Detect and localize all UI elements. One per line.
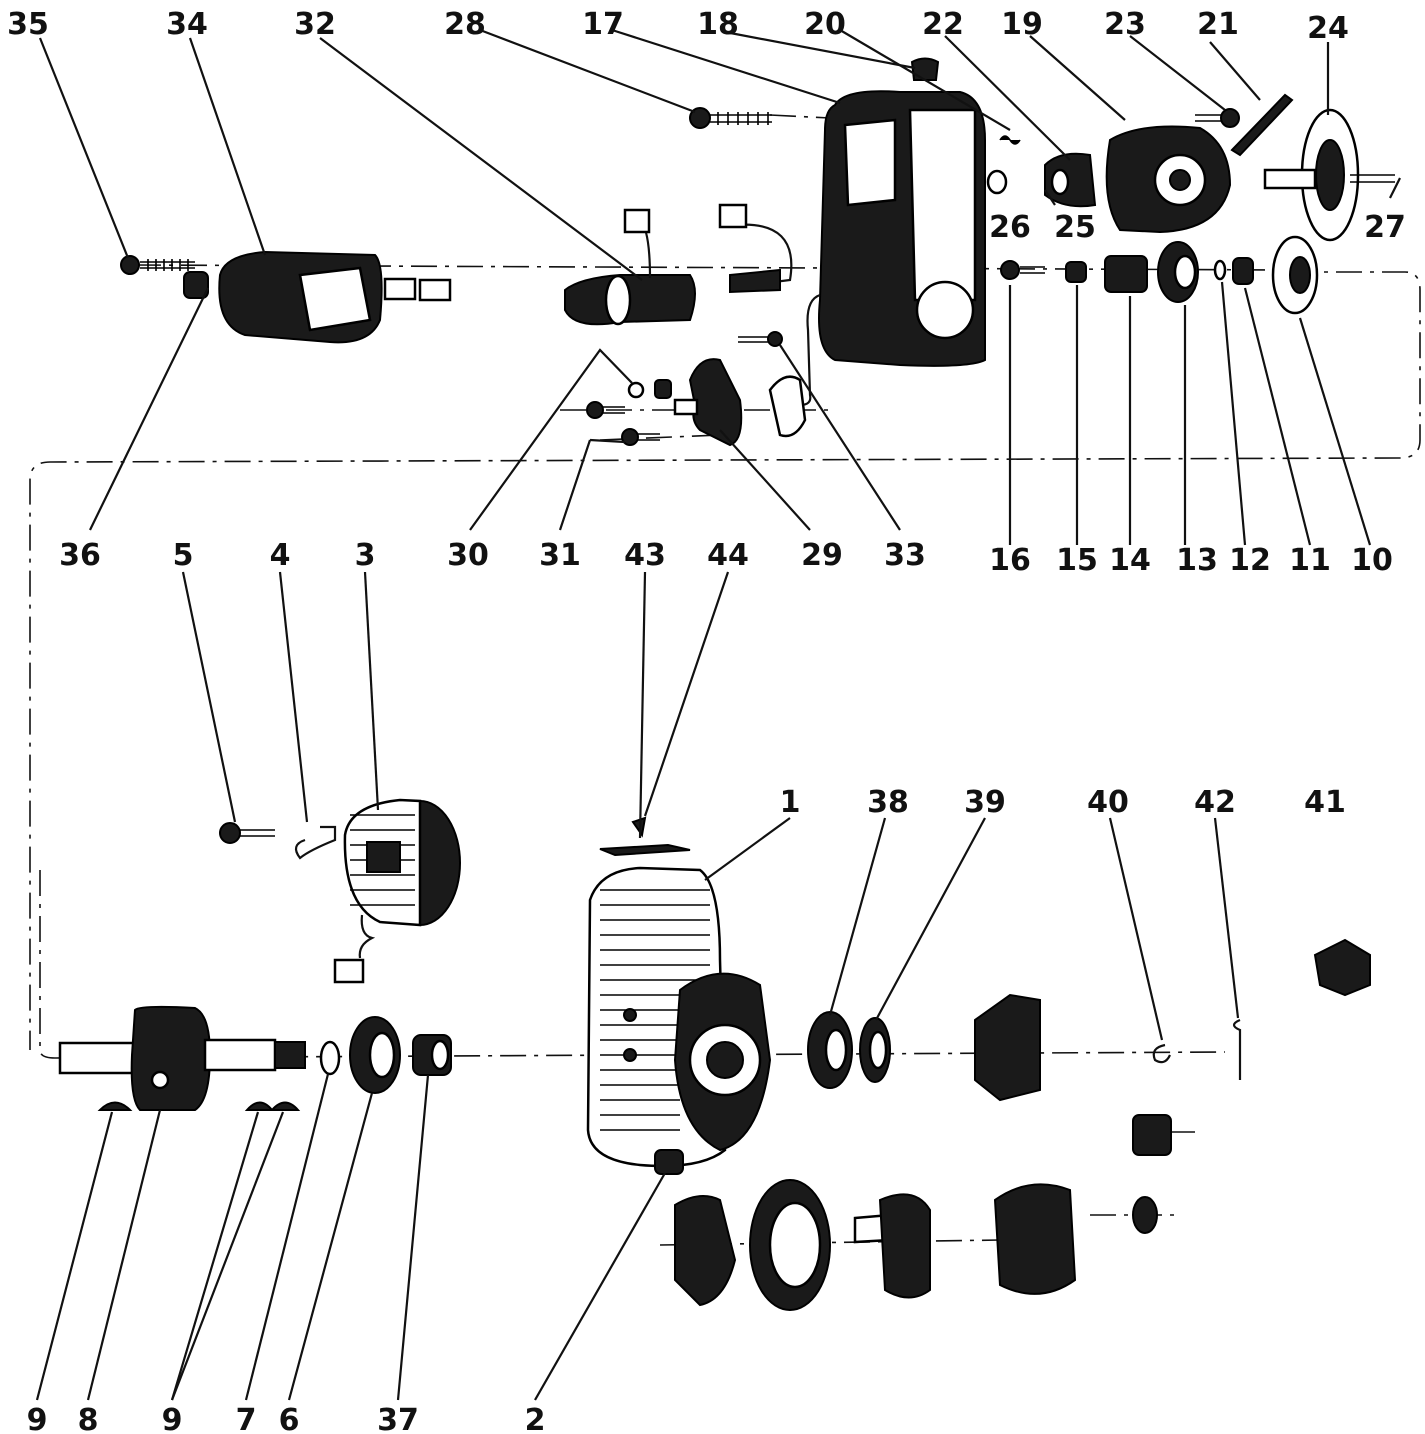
plug-2 xyxy=(654,1149,684,1175)
sleeve-14 xyxy=(1104,255,1148,293)
callout-8: 8 xyxy=(78,1403,99,1434)
clip-4 xyxy=(294,825,337,860)
callout-23: 23 xyxy=(1104,7,1146,42)
end-cover-34 xyxy=(218,250,452,344)
magnet-3 xyxy=(333,798,461,984)
callout-36: 36 xyxy=(59,538,101,573)
callout-9-right: 9 xyxy=(162,1403,183,1434)
screw-33 xyxy=(738,331,783,347)
screw-28 xyxy=(689,107,772,129)
nut-41 xyxy=(1313,938,1371,997)
keys-9 xyxy=(97,1101,301,1111)
leader-lines xyxy=(35,28,1401,1401)
callout-19: 19 xyxy=(1001,7,1043,42)
screw-16 xyxy=(1000,260,1045,280)
screw-35 xyxy=(120,255,195,275)
washer-26 xyxy=(986,169,1008,195)
spring-20 xyxy=(999,135,1021,145)
callout-44: 44 xyxy=(707,538,749,573)
callout-40: 40 xyxy=(1087,785,1129,820)
callout-numbers: 35 34 32 28 17 18 20 22 19 23 21 24 26 2… xyxy=(7,7,1406,1434)
cam-plate xyxy=(768,375,807,438)
washers-30 xyxy=(627,379,672,399)
callout-29: 29 xyxy=(801,538,843,573)
screws-31 xyxy=(586,401,660,446)
callout-22: 22 xyxy=(922,7,964,42)
bearing-6 xyxy=(349,1016,401,1094)
cam-22-25 xyxy=(1044,152,1097,208)
callout-3: 3 xyxy=(355,538,376,573)
plate-19 xyxy=(1105,125,1232,234)
seal-39 xyxy=(859,1017,891,1083)
callout-17: 17 xyxy=(582,7,624,42)
callout-39: 39 xyxy=(964,785,1006,820)
callout-14: 14 xyxy=(1109,543,1151,578)
bearing-13 xyxy=(1157,241,1199,303)
condenser-lead xyxy=(718,203,793,294)
washer-12 xyxy=(1213,259,1227,281)
callout-9-left: 9 xyxy=(27,1403,48,1434)
cotter-pin-42 xyxy=(1232,1018,1242,1080)
armature-8 xyxy=(58,1005,306,1111)
coupling xyxy=(974,993,1041,1102)
callout-28: 28 xyxy=(444,7,486,42)
callout-12: 12 xyxy=(1229,543,1271,578)
impulse-coupling-parts xyxy=(674,1179,1077,1311)
callout-1: 1 xyxy=(780,785,801,820)
nut-36 xyxy=(183,271,209,299)
housing-17 xyxy=(799,90,986,407)
spring-clip-40 xyxy=(1152,1043,1172,1064)
callout-33: 33 xyxy=(884,538,926,573)
callout-11: 11 xyxy=(1289,543,1331,578)
callout-37: 37 xyxy=(377,1403,419,1434)
screw-5 xyxy=(219,822,275,844)
callout-20: 20 xyxy=(804,7,846,42)
callout-7: 7 xyxy=(236,1403,257,1434)
callout-10: 10 xyxy=(1351,543,1393,578)
callout-13: 13 xyxy=(1176,543,1218,578)
callout-26: 26 xyxy=(989,210,1031,245)
callout-5: 5 xyxy=(173,538,194,573)
callout-38: 38 xyxy=(867,785,909,820)
callout-18: 18 xyxy=(697,7,739,42)
bushing-flanged xyxy=(1132,1114,1172,1156)
main-housing-1 xyxy=(586,866,772,1168)
bearing-38 xyxy=(807,1011,853,1089)
callout-6: 6 xyxy=(279,1403,300,1434)
nut-11 xyxy=(1232,257,1254,285)
callout-15: 15 xyxy=(1056,543,1098,578)
callout-24: 24 xyxy=(1307,11,1349,46)
breaker-arm-29 xyxy=(673,358,743,447)
callout-16: 16 xyxy=(989,543,1031,578)
gear-24 xyxy=(1263,108,1395,242)
screw-23 xyxy=(1195,108,1240,128)
gear-10 xyxy=(1271,235,1319,315)
screw-44 xyxy=(631,816,647,838)
washer-right xyxy=(1132,1196,1158,1234)
callout-4: 4 xyxy=(270,538,291,573)
washer-7 xyxy=(319,1040,341,1076)
callout-21: 21 xyxy=(1197,7,1239,42)
callout-2: 2 xyxy=(525,1403,546,1434)
bushing-37 xyxy=(412,1034,452,1076)
coil-32 xyxy=(564,208,696,326)
callout-27: 27 xyxy=(1364,210,1406,245)
callout-32: 32 xyxy=(294,7,336,42)
gasket-43 xyxy=(599,843,691,857)
plug-18 xyxy=(910,57,940,81)
callout-25: 25 xyxy=(1054,210,1096,245)
callout-30: 30 xyxy=(447,538,489,573)
spring-21 xyxy=(1230,93,1294,157)
callout-35: 35 xyxy=(7,7,49,42)
callout-43: 43 xyxy=(624,538,666,573)
callout-31: 31 xyxy=(539,538,581,573)
callout-42: 42 xyxy=(1194,785,1236,820)
callout-41: 41 xyxy=(1304,785,1346,820)
nut-15 xyxy=(1065,261,1087,283)
callout-34: 34 xyxy=(166,7,208,42)
